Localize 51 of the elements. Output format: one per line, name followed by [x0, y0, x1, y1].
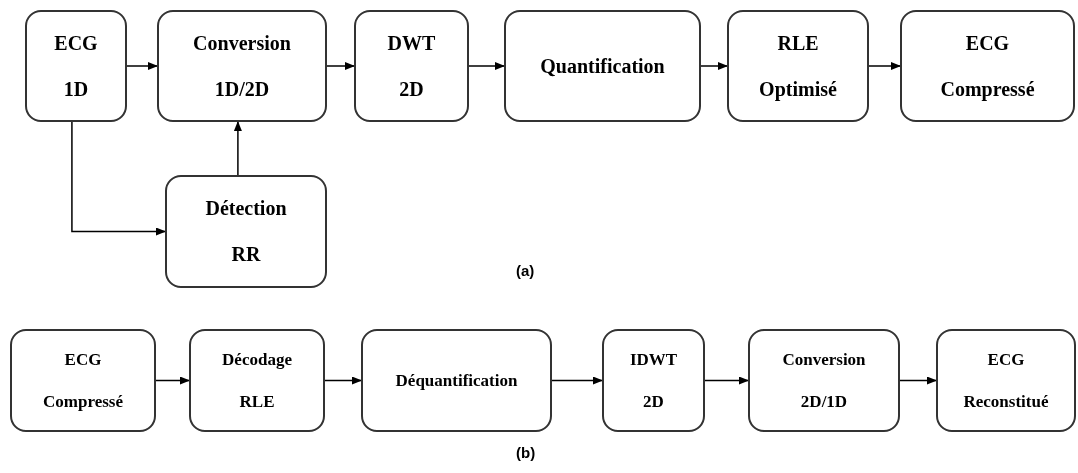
box-label: 1D [63, 76, 89, 102]
box-label: RLE [239, 390, 275, 412]
arrow [324, 376, 362, 385]
box-label: Conversion [193, 30, 291, 56]
box-label: Reconstitué [963, 390, 1049, 412]
arrow [468, 62, 505, 70]
process-box [165, 175, 327, 288]
panel-label: (a) [516, 261, 535, 281]
process-box [602, 329, 705, 432]
box-label: ECG [64, 349, 102, 371]
arrow [551, 376, 603, 385]
box-label: ECG [987, 349, 1025, 371]
process-box [157, 10, 327, 122]
arrow [126, 62, 158, 70]
panel-label: (b) [516, 443, 536, 463]
process-box [10, 329, 156, 432]
box-label: RR [231, 242, 261, 268]
process-box [900, 10, 1075, 122]
process-box [504, 10, 701, 122]
box-label: Compressé [940, 76, 1035, 102]
box-label: Compressé [43, 390, 123, 412]
arrow [899, 376, 937, 385]
process-box [361, 329, 552, 432]
arrow [868, 62, 901, 70]
box-label: 2D [399, 76, 424, 102]
process-box [189, 329, 325, 432]
box-label: Déquantification [395, 369, 518, 392]
process-box [936, 329, 1076, 432]
arrow [700, 62, 728, 70]
box-label: 1D/2D [214, 76, 270, 102]
process-box [748, 329, 900, 432]
box-label: 2D [643, 390, 664, 412]
arrow [704, 376, 749, 385]
arrow [233, 121, 242, 176]
process-box [25, 10, 127, 122]
box-label: 2D/1D [800, 390, 848, 412]
box-label: Décodage [222, 349, 292, 371]
box-label: RLE [777, 30, 819, 56]
box-label: IDWT [629, 349, 678, 371]
box-label: Conversion [782, 349, 866, 371]
arrow [155, 376, 190, 385]
arrow [326, 62, 355, 70]
box-label: Quantification [540, 53, 665, 79]
process-box [354, 10, 469, 122]
box-label: DWT [387, 30, 436, 56]
box-label: ECG [54, 30, 98, 56]
box-label: ECG [965, 30, 1010, 56]
arrow [71, 121, 166, 236]
box-label: Optimisé [759, 76, 837, 102]
box-label: Détection [205, 195, 287, 221]
process-box [727, 10, 869, 122]
